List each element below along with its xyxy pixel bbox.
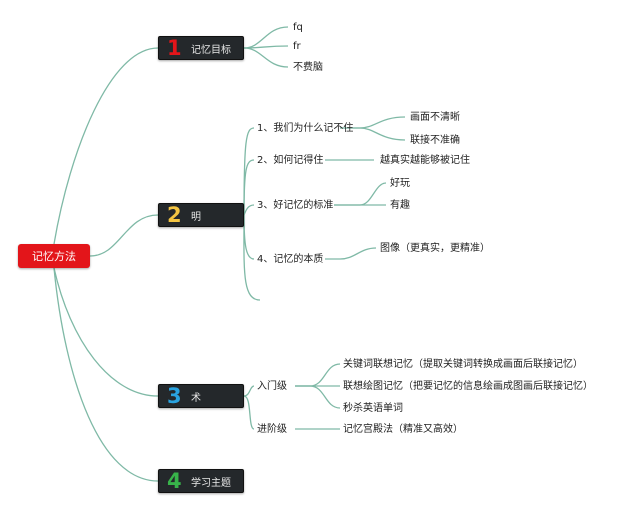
- topic-node-2[interactable]: 2 明: [158, 203, 244, 227]
- root-label: 记忆方法: [32, 250, 76, 263]
- leaf-fr[interactable]: fr: [293, 41, 301, 52]
- connector-line: [243, 385, 255, 397]
- topic-label-3: 术: [191, 392, 201, 404]
- leaf-inaccurate-link[interactable]: 联接不准确: [410, 135, 460, 146]
- subtopic-how-remember[interactable]: 2、如何记得住: [257, 155, 324, 166]
- connector-line: [243, 47, 289, 68]
- root-node[interactable]: 记忆方法: [18, 244, 90, 268]
- subtopic-memory-essence[interactable]: 4、记忆的本质: [257, 254, 324, 265]
- connector-line: [53, 47, 159, 245]
- connector-line: [325, 247, 377, 260]
- leaf-image[interactable]: 图像（更真实，更精准）: [380, 243, 490, 254]
- connector-line: [243, 159, 255, 216]
- topic-label-4: 学习主题: [191, 477, 231, 489]
- topic-node-1[interactable]: 1 记忆目标: [158, 36, 244, 60]
- leaf-english-words[interactable]: 秒杀英语单词: [343, 403, 403, 414]
- connector-line: [243, 214, 255, 260]
- leaf-more-real[interactable]: 越真实越能够被记住: [380, 155, 470, 166]
- topic-number-1: 1: [167, 36, 182, 60]
- connector-line: [243, 214, 261, 301]
- connector-line: [334, 182, 387, 206]
- leaf-bufeinao[interactable]: 不费脑: [293, 62, 323, 73]
- topic-node-4[interactable]: 4 学习主题: [158, 469, 244, 493]
- connector-line: [295, 363, 341, 387]
- subtopic-good-memory-standard[interactable]: 3、好记忆的标准: [257, 200, 334, 211]
- subtopic-beginner[interactable]: 入门级: [257, 381, 287, 392]
- topic-number-2: 2: [167, 203, 182, 227]
- leaf-unclear-image[interactable]: 画面不清晰: [410, 112, 460, 123]
- topic-label-1: 记忆目标: [191, 44, 231, 56]
- connector-line: [340, 127, 406, 141]
- subtopic-advanced[interactable]: 进阶级: [257, 424, 287, 435]
- topic-node-3[interactable]: 3 术: [158, 384, 244, 408]
- topic-number-3: 3: [167, 384, 182, 408]
- topic-label-2: 明: [191, 211, 201, 223]
- topic-number-4: 4: [167, 469, 182, 493]
- connector-line: [243, 204, 255, 216]
- subtopic-why-forget[interactable]: 1、我们为什么记不住: [257, 123, 354, 134]
- leaf-interesting[interactable]: 有趣: [390, 200, 410, 211]
- connector-line: [295, 385, 341, 409]
- leaf-memory-palace[interactable]: 记忆宫殿法（精准又高效）: [343, 424, 463, 435]
- leaf-fq[interactable]: fq: [293, 22, 303, 33]
- connector-line: [89, 214, 159, 257]
- connector-line: [53, 267, 159, 397]
- leaf-keyword-association[interactable]: 关键词联想记忆（提取关键词转换成画面后联接记忆）: [343, 359, 583, 370]
- leaf-drawing-association[interactable]: 联想绘图记忆（把要记忆的信息绘画成图画后联接记忆）: [343, 381, 593, 392]
- connector-line: [243, 26, 289, 49]
- connector-line: [53, 267, 159, 482]
- connector-line: [243, 395, 255, 430]
- leaf-fun[interactable]: 好玩: [390, 178, 410, 189]
